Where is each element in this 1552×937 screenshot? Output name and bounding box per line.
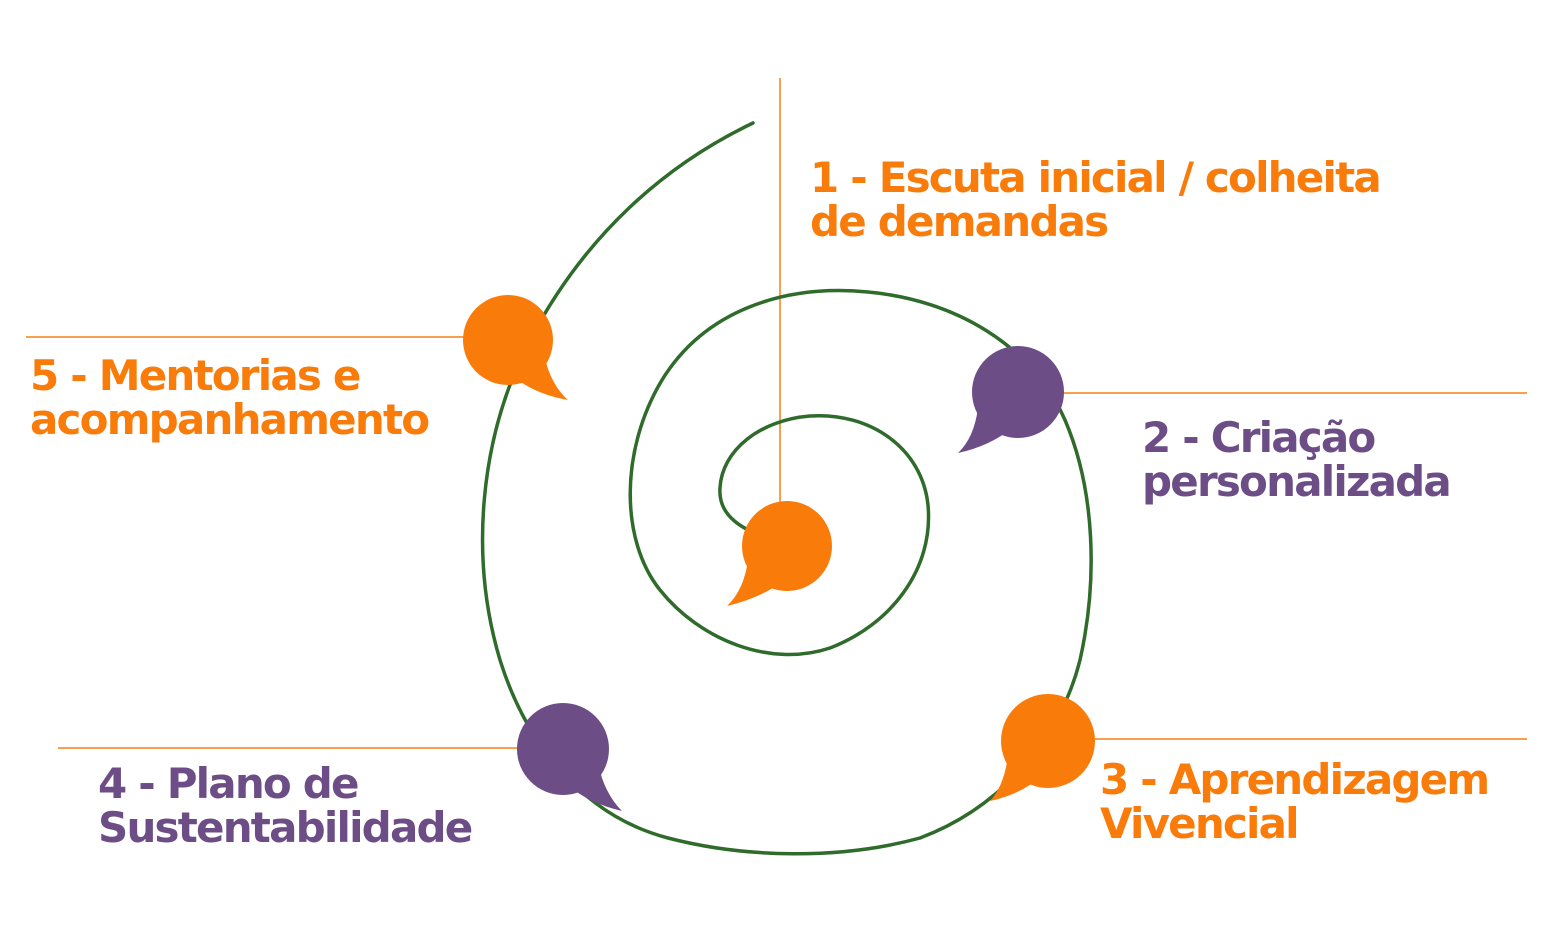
step-5-label: 5 - Mentorias e acompanhamento xyxy=(30,351,430,444)
step-5-label-line-1: 5 - Mentorias e xyxy=(30,351,361,400)
speech-bubble-icon-step-4 xyxy=(517,703,622,811)
speech-bubble-icon-step-3 xyxy=(990,694,1095,801)
step-4-label: 4 - Plano de Sustentabilidade xyxy=(98,759,473,852)
step-2-label-line-2: personalizada xyxy=(1142,457,1452,506)
step-1-label-line-2: de demandas xyxy=(810,197,1109,246)
step-3-label-line-2: Vivencial xyxy=(1100,799,1300,848)
speech-bubble-icon-step-2 xyxy=(958,346,1064,453)
step-2-label-line-1: 2 - Criação xyxy=(1142,413,1376,462)
speech-bubble-icon-step-5 xyxy=(463,295,568,400)
step-1-label: 1 - Escuta inicial / colheita de demanda… xyxy=(810,153,1382,246)
step-4-label-line-2: Sustentabilidade xyxy=(98,803,473,852)
step-1-label-line-1: 1 - Escuta inicial / colheita xyxy=(810,153,1382,202)
speech-bubble-icon-step-1 xyxy=(727,501,832,606)
step-3-label-line-1: 3 - Aprendizagem xyxy=(1100,755,1490,804)
step-4-label-line-1: 4 - Plano de xyxy=(98,759,360,808)
step-3-label: 3 - Aprendizagem Vivencial xyxy=(1100,755,1490,848)
step-5-label-line-2: acompanhamento xyxy=(30,395,430,444)
step-2-label: 2 - Criação personalizada xyxy=(1142,413,1452,506)
